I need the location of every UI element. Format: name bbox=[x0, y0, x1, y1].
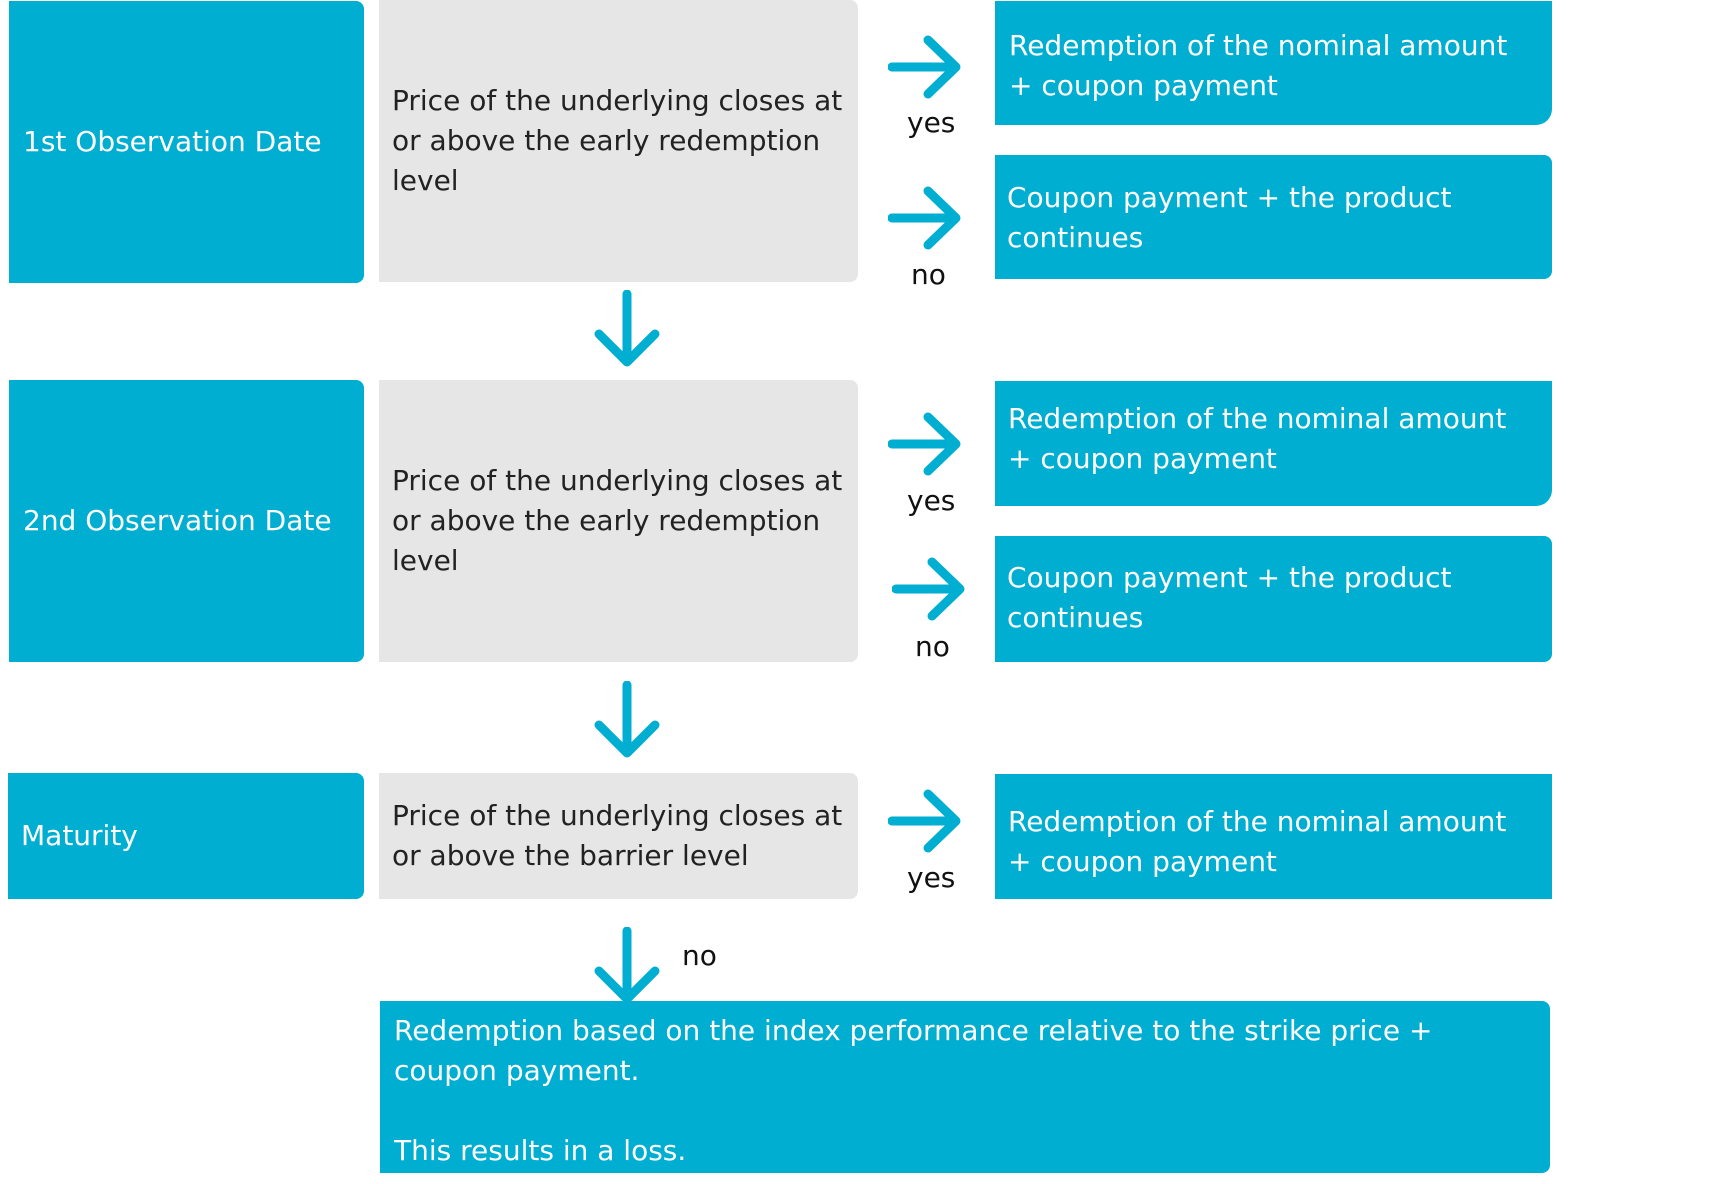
stage-1-no-result: Coupon payment + the product continues bbox=[995, 155, 1552, 279]
stage-2-condition-box: Price of the underlying closes at or abo… bbox=[379, 380, 858, 662]
final-outcome-text: Redemption based on the index performanc… bbox=[394, 1014, 1433, 1087]
stage-1-label: 1st Observation Date bbox=[23, 125, 322, 158]
arrow-down-icon bbox=[594, 927, 660, 1004]
arrow-down-icon bbox=[594, 681, 660, 758]
arrow-right-icon bbox=[888, 186, 961, 250]
stage-1-no-label: no bbox=[911, 258, 946, 291]
stage-1-box: 1st Observation Date bbox=[9, 1, 364, 283]
stage-2-no-label: no bbox=[915, 630, 950, 663]
stage-2-box: 2nd Observation Date bbox=[9, 380, 364, 662]
stage-2-yes-result-text: Redemption of the nominal amount + coupo… bbox=[1008, 402, 1507, 475]
stage-1-yes-label: yes bbox=[907, 106, 956, 139]
stage-2-condition-text: Price of the underlying closes at or abo… bbox=[392, 464, 843, 577]
final-outcome-box: Redemption based on the index performanc… bbox=[380, 1001, 1550, 1173]
final-outcome-spacer bbox=[394, 1091, 1530, 1131]
arrow-right-icon bbox=[888, 35, 961, 99]
stage-2-yes-result: Redemption of the nominal amount + coupo… bbox=[995, 381, 1552, 506]
stage-2-no-result-text: Coupon payment + the product continues bbox=[1007, 561, 1452, 634]
stage-3-yes-result: Redemption of the nominal amount + coupo… bbox=[995, 774, 1552, 899]
arrow-right-icon bbox=[888, 789, 961, 853]
stage-1-no-result-text: Coupon payment + the product continues bbox=[1007, 181, 1452, 254]
stage-3-yes-result-text: Redemption of the nominal amount + coupo… bbox=[1008, 804, 1507, 878]
stage-2-label: 2nd Observation Date bbox=[23, 504, 332, 537]
stage-3-no-label: no bbox=[682, 939, 717, 972]
stage-3-box: Maturity bbox=[8, 773, 364, 899]
stage-3-yes-label: yes bbox=[907, 861, 956, 894]
stage-3-condition-box: Price of the underlying closes at or abo… bbox=[379, 773, 858, 899]
stage-3-condition-text: Price of the underlying closes at or abo… bbox=[392, 799, 843, 872]
final-outcome-loss-text: This results in a loss. bbox=[394, 1134, 687, 1167]
arrow-right-icon bbox=[892, 557, 965, 621]
arrow-right-icon bbox=[888, 412, 961, 476]
stage-2-no-result: Coupon payment + the product continues bbox=[995, 536, 1552, 662]
stage-1-condition-text: Price of the underlying closes at or abo… bbox=[392, 84, 843, 197]
stage-1-condition-box: Price of the underlying closes at or abo… bbox=[379, 0, 858, 282]
stage-2-yes-label: yes bbox=[907, 484, 956, 517]
arrow-down-icon bbox=[594, 290, 660, 367]
stage-1-yes-result-text: Redemption of the nominal amount + coupo… bbox=[1009, 29, 1508, 102]
stage-1-yes-result: Redemption of the nominal amount + coupo… bbox=[995, 1, 1552, 125]
stage-3-label: Maturity bbox=[21, 819, 138, 852]
